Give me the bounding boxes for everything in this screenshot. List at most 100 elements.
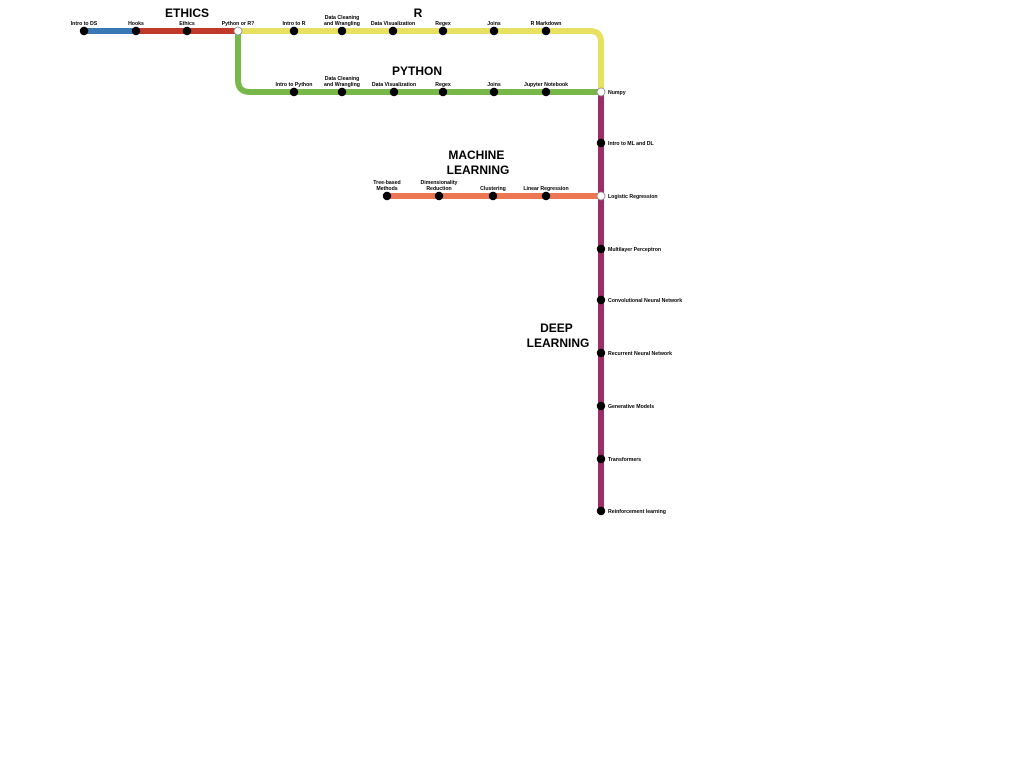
top-station-label-2: Ethics xyxy=(179,21,195,27)
top-station-dot-8 xyxy=(489,26,499,36)
top-station-label-3: Python or R? xyxy=(222,21,255,27)
top-station-label-9-line-1: R Markdown xyxy=(531,21,562,27)
machine_learning-station-label-0-line-2: Methods xyxy=(376,186,397,192)
python-station-dot-2 xyxy=(389,87,399,97)
deep-learning-station-label-3-line-1: Multilayer Perceptron xyxy=(608,247,661,253)
deep-learning-station-dot-5 xyxy=(596,348,606,358)
machine_learning-station-dot-1 xyxy=(434,191,444,201)
python-station-label-1-line-1: Data Cleaning xyxy=(325,76,360,82)
machine_learning-station-label-3: Linear Regression xyxy=(523,186,568,192)
section-title-machine-learning-line-1: MACHINE xyxy=(448,148,504,162)
machine_learning-station-label-1-line-1: Dimensionality xyxy=(421,180,458,186)
deep-learning-station-label-6-line-1: Generative Models xyxy=(608,404,654,410)
python-station-dot-3 xyxy=(438,87,448,97)
section-title-deep-learning-line-2: LEARNING xyxy=(527,336,590,350)
deep-learning-station-label-0: Numpy xyxy=(608,90,626,96)
top-station-label-9: R Markdown xyxy=(531,21,562,27)
deep-learning-station-label-7-line-1: Transformers xyxy=(608,457,641,463)
deep-learning-station-dot-6 xyxy=(596,401,606,411)
python-station-dot-5 xyxy=(541,87,551,97)
python-station-label-4-line-1: Joins xyxy=(487,82,501,88)
deep-learning-station-dot-2 xyxy=(596,191,606,201)
deep-learning-station-label-3: Multilayer Perceptron xyxy=(608,247,661,253)
deep-learning-station-label-4-line-1: Convolutional Neural Network xyxy=(608,298,682,304)
top-station-label-1: Hooks xyxy=(128,21,144,27)
python-station-label-5: Jupyter Notebook xyxy=(524,82,568,88)
metro-lines xyxy=(81,28,604,511)
top-station-label-7-line-1: Regex xyxy=(435,21,451,27)
python-station-dot-4 xyxy=(489,87,499,97)
top-station-label-6-line-1: Data Visualization xyxy=(371,21,415,27)
machine_learning-station-dot-3 xyxy=(541,191,551,201)
top-station-label-8: Joins xyxy=(487,21,501,27)
machine_learning-station-label-3-line-1: Linear Regression xyxy=(523,186,568,192)
python-station-label-4: Joins xyxy=(487,82,501,88)
top-station-dot-9 xyxy=(541,26,551,36)
deep-learning-station-dot-7 xyxy=(596,454,606,464)
top-station-label-2-line-1: Ethics xyxy=(179,21,195,27)
python-station-label-5-line-1: Jupyter Notebook xyxy=(524,82,568,88)
deep-learning-station-dot-3 xyxy=(596,244,606,254)
deep-learning-station-label-4: Convolutional Neural Network xyxy=(608,298,682,304)
top-station-label-1-line-1: Hooks xyxy=(128,21,144,27)
deep-learning-station-label-8: Reinforcement learning xyxy=(608,509,666,515)
python-station-dot-1 xyxy=(337,87,347,97)
deep-learning-station-label-0-line-1: Numpy xyxy=(608,90,626,96)
python-station-label-2: Data Visualization xyxy=(372,82,416,88)
top-station-label-5-line-2: and Wrangling xyxy=(324,21,360,27)
machine_learning-station-label-2-line-1: Clustering xyxy=(480,186,506,192)
python-station-label-2-line-1: Data Visualization xyxy=(372,82,416,88)
section-title-deep-learning-line-1: DEEP xyxy=(540,321,573,335)
deep-learning-station-label-1: Intro to ML and DL xyxy=(608,141,655,147)
top-station-label-0-line-1: Intro to DS xyxy=(71,21,98,27)
deep-learning-station-label-5-line-1: Recurrent Neural Network xyxy=(608,351,672,357)
top-station-dot-1 xyxy=(131,26,141,36)
top-station-label-4-line-1: Intro to R xyxy=(282,21,305,27)
machine_learning-station-label-1-line-2: Reduction xyxy=(426,186,451,192)
top-station-dot-5 xyxy=(337,26,347,36)
python-station-label-0: Intro to Python xyxy=(276,82,313,88)
top-station-dot-2 xyxy=(182,26,192,36)
top-station-dot-3 xyxy=(233,26,243,36)
section-title-machine-learning-line-2: LEARNING xyxy=(447,163,510,177)
section-title-python: PYTHON xyxy=(392,64,442,78)
python-station-label-1-line-2: and Wrangling xyxy=(324,82,360,88)
top-station-label-3-line-1: Python or R? xyxy=(222,21,255,27)
section-titles: ETHICS R PYTHON MACHINE LEARNING DEEP LE… xyxy=(165,6,589,350)
python-station-dot-0 xyxy=(289,87,299,97)
top-station-label-7: Regex xyxy=(435,21,451,27)
machine_learning-station-dot-2 xyxy=(488,191,498,201)
top-station-label-5-line-1: Data Cleaning xyxy=(325,15,360,21)
top-station-label-6: Data Visualization xyxy=(371,21,415,27)
section-title-r: R xyxy=(414,6,423,20)
top-station-dot-4 xyxy=(289,26,299,36)
python-line xyxy=(235,31,601,95)
deep-learning-station-label-8-line-1: Reinforcement learning xyxy=(608,509,666,515)
python-station-label-0-line-1: Intro to Python xyxy=(276,82,313,88)
section-title-machine-learning: MACHINE LEARNING xyxy=(447,148,510,177)
machine_learning-station-label-0-line-1: Tree-based xyxy=(373,180,400,186)
python-station-label-3-line-1: Regex xyxy=(435,82,451,88)
machine_learning-station-dot-0 xyxy=(382,191,392,201)
top-station-dot-7 xyxy=(438,26,448,36)
deep-learning-station-dot-4 xyxy=(596,295,606,305)
deep-learning-station-label-5: Recurrent Neural Network xyxy=(608,351,672,357)
deep-learning-station-label-6: Generative Models xyxy=(608,404,654,410)
deep-learning-station-label-7: Transformers xyxy=(608,457,641,463)
deep-learning-station-label-2-line-1: Logistic Regression xyxy=(608,194,658,200)
top-station-label-8-line-1: Joins xyxy=(487,21,501,27)
top-station-dot-6 xyxy=(388,26,398,36)
r-line xyxy=(238,28,604,92)
machine_learning-station-label-2: Clustering xyxy=(480,186,506,192)
deep-learning-station-label-2: Logistic Regression xyxy=(608,194,658,200)
deep-learning-station-dot-8 xyxy=(596,506,606,516)
deep-learning-station-dot-1 xyxy=(596,138,606,148)
python-station-label-3: Regex xyxy=(435,82,451,88)
top-station-dot-0 xyxy=(79,26,89,36)
top-station-label-0: Intro to DS xyxy=(71,21,98,27)
deep-learning-station-label-1-line-1: Intro to ML and DL xyxy=(608,141,655,147)
